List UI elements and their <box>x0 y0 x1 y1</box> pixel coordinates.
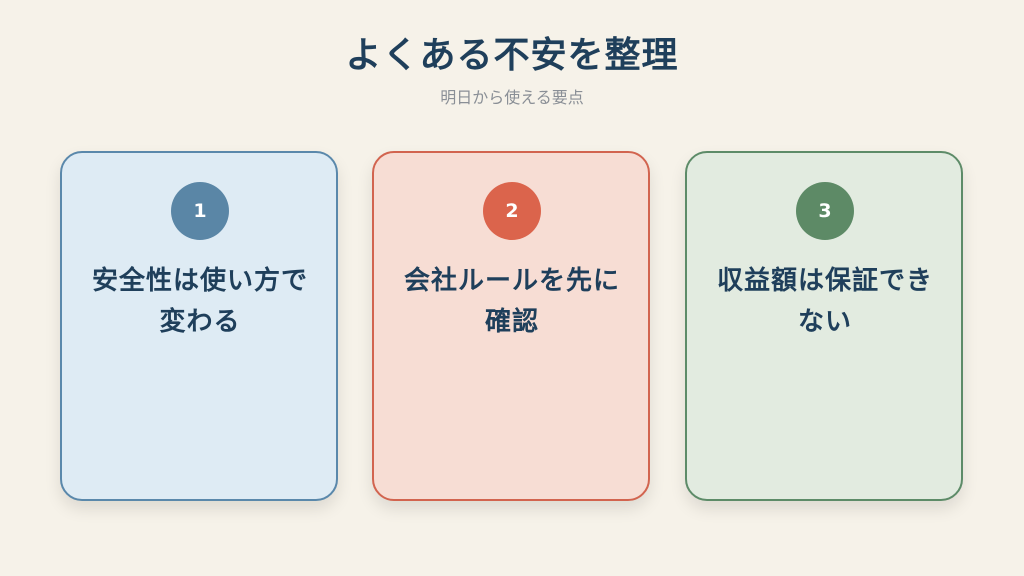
concern-card-1: 1 安全性は使い方で変わる <box>60 151 338 501</box>
card-number-badge: 1 <box>171 182 229 240</box>
card-text: 会社ルールを先に確認 <box>403 266 620 337</box>
card-text: 収益額は保証できない <box>716 266 933 337</box>
concern-card-2: 2 会社ルールを先に確認 <box>372 151 650 501</box>
card-text: 安全性は使い方で変わる <box>91 266 308 337</box>
concern-card-3: 3 収益額は保証できない <box>685 151 963 501</box>
card-number-badge: 2 <box>483 182 541 240</box>
card-number-badge: 3 <box>796 182 854 240</box>
page-title: よくある不安を整理 <box>345 35 679 76</box>
page-subtitle: 明日から使える要点 <box>440 88 584 107</box>
